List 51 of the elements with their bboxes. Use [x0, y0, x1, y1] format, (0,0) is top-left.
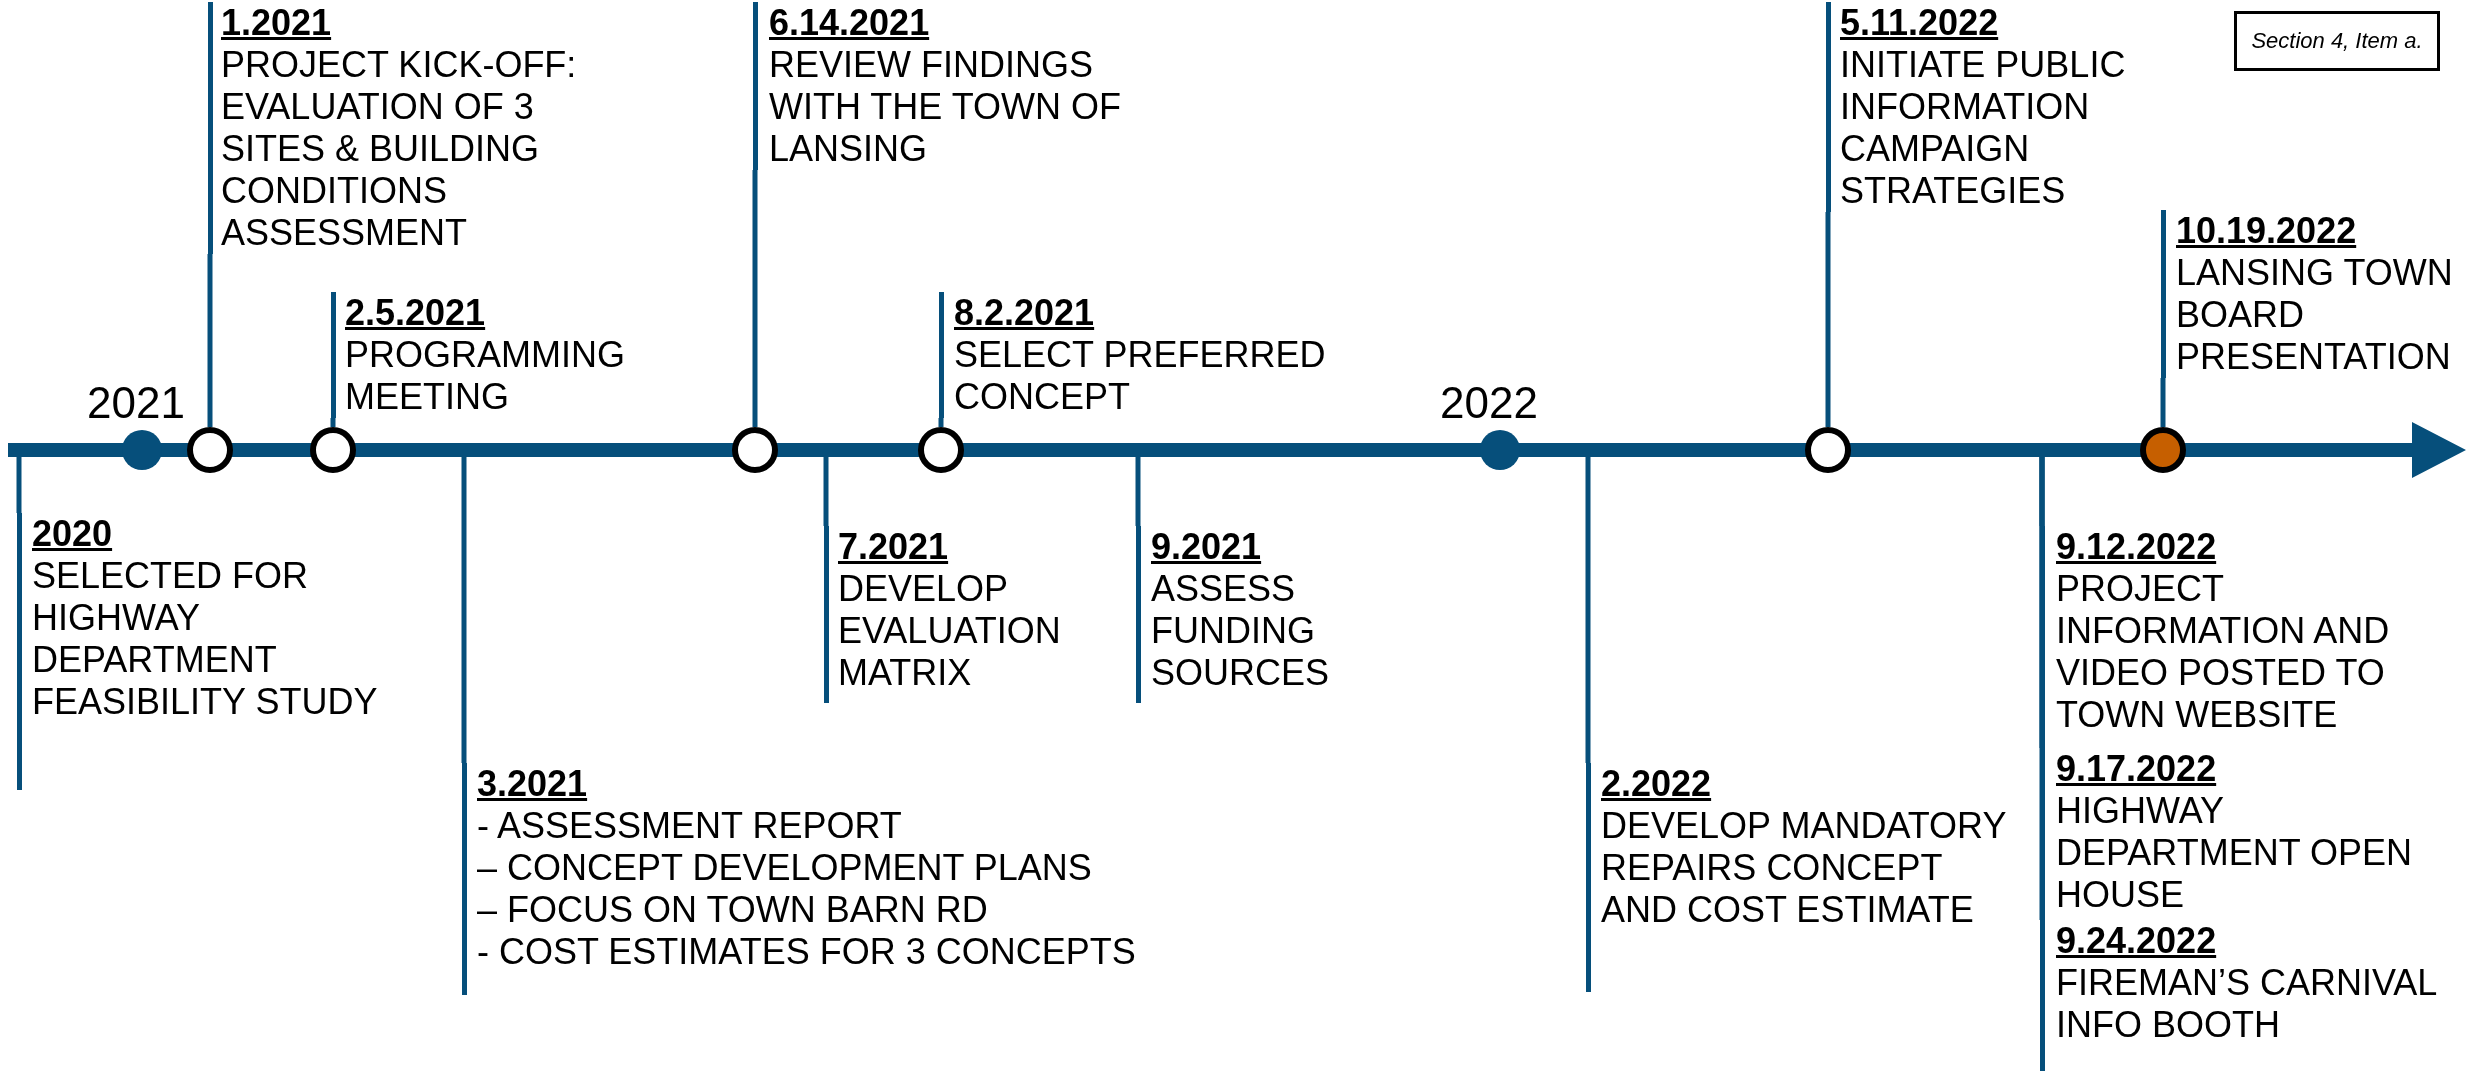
event-description: SELECTED FOR HIGHWAY DEPARTMENT FEASIBILITY STUDY: [32, 555, 379, 723]
event-description: DEVELOP MANDATORY REPAIRS CONCEPT AND COST ESTIMATE: [1601, 805, 2007, 931]
milestone-marker: [1805, 427, 1851, 473]
event-description: INITIATE PUBLIC INFORMATION CAMPAIGN STRATEGIES: [1840, 44, 2127, 212]
year-label: 2022: [1440, 378, 1538, 428]
event-date: 9.17.2022: [2056, 748, 2217, 790]
section-reference: Section 4, Item a.: [2234, 11, 2440, 71]
leader-line: [330, 418, 336, 427]
year-label: 2021: [87, 378, 185, 428]
event-date: 7.2021: [838, 526, 949, 568]
event-date: 3.2021: [477, 763, 588, 805]
event-date: 6.14.2021: [769, 2, 930, 44]
milestone-marker: [187, 427, 233, 473]
event-date: 1.2021: [221, 2, 332, 44]
event-description: - ASSESSMENT REPORT: [477, 805, 903, 847]
leader-line: [1825, 212, 1831, 427]
event-description: PROGRAMMING MEETING: [345, 334, 626, 418]
leader-line: [1585, 457, 1591, 763]
event-date: 9.24.2022: [2056, 920, 2217, 962]
event-date: 5.11.2022: [1840, 2, 1999, 44]
event-date: 2.5.2021: [345, 292, 486, 334]
event-date: 10.19.2022: [2176, 210, 2357, 252]
event-description: ASSESS FUNDING SOURCES: [1151, 568, 1331, 694]
milestone-marker: [2140, 427, 2186, 473]
event-date: 8.2.2021: [954, 292, 1095, 334]
milestone-marker: [732, 427, 778, 473]
milestone-marker: [918, 427, 964, 473]
event-description: FIREMAN’S CARNIVAL INFO BOOTH: [2056, 962, 2438, 1046]
leader-line: [823, 457, 829, 526]
event-description: SELECT PREFERRED CONCEPT: [954, 334, 1327, 418]
event-date: 2.2022: [1601, 763, 1712, 805]
leader-line: [752, 170, 758, 427]
event-date: 2020: [32, 513, 113, 555]
leader-line: [207, 254, 213, 427]
milestone-marker: [310, 427, 356, 473]
event-description: - COST ESTIMATES FOR 3 CONCEPTS: [477, 931, 1137, 973]
event-description: – FOCUS ON TOWN BARN RD: [477, 889, 989, 931]
event-description: REVIEW FINDINGS WITH THE TOWN OF LANSING: [769, 44, 1122, 170]
event-date: 9.2021: [1151, 526, 1262, 568]
event-description: HIGHWAY DEPARTMENT OPEN HOUSE: [2056, 790, 2414, 916]
event-date: 9.12.2022: [2056, 526, 2217, 568]
event-description: LANSING TOWN BOARD PRESENTATION: [2176, 252, 2454, 378]
leader-line: [2160, 378, 2166, 427]
event-description: DEVELOP EVALUATION MATRIX: [838, 568, 1062, 694]
leader-line: [16, 457, 22, 513]
leader-line: [1135, 457, 1141, 526]
event-description: PROJECT KICK-OFF: EVALUATION OF 3 SITES & BUILDING CONDITIONS ASSESSMENT: [221, 44, 578, 254]
leader-line: [938, 418, 944, 427]
event-description: – CONCEPT DEVELOPMENT PLANS: [477, 847, 1093, 889]
leader-line: [461, 457, 467, 763]
event-description: PROJECT INFORMATION AND VIDEO POSTED TO TOWN WEBSITE: [2056, 568, 2391, 736]
